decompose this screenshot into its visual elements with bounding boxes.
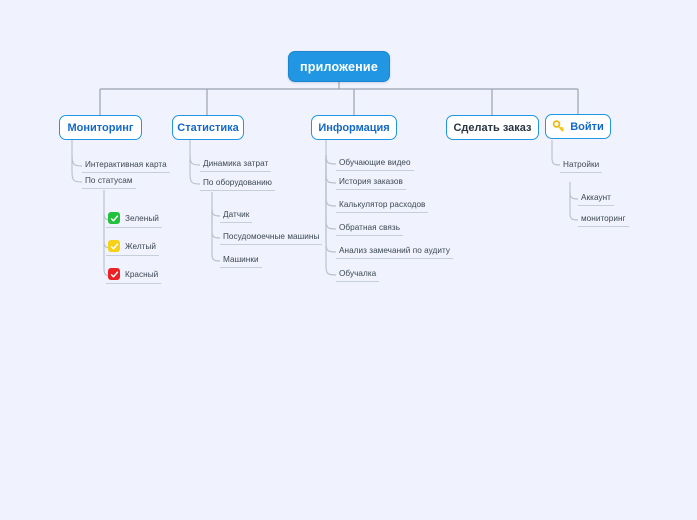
leaf-sensor[interactable]: Датчик (220, 207, 253, 223)
branch-node-label: Войти (570, 120, 604, 133)
leaf-by-status[interactable]: По статусам (82, 173, 136, 189)
leaf-label: Калькулятор расходов (339, 199, 426, 209)
branch-node-label: Сделать заказ (453, 121, 532, 134)
leaf-machines[interactable]: Машинки (220, 252, 262, 268)
leaf-account[interactable]: Аккаунт (578, 190, 614, 206)
leaf-status-yellow[interactable]: Желтый (106, 238, 160, 256)
leaf-label: Датчик (223, 209, 250, 219)
root-node[interactable]: приложение (288, 51, 390, 82)
leaf-label: Обучающие видео (339, 157, 411, 167)
leaf-label: мониторинг (581, 213, 626, 223)
leaf-label: Красный (125, 269, 159, 279)
leaf-feedback[interactable]: Обратная связь (336, 220, 404, 236)
check-icon (108, 212, 120, 224)
leaf-label: По статусам (85, 175, 133, 185)
branch-node-label: Статистика (177, 121, 239, 134)
root-node-label: приложение (300, 59, 378, 74)
leaf-label: Обратная связь (339, 222, 401, 232)
leaf-settings[interactable]: Натройки (560, 157, 603, 173)
leaf-interactive-map[interactable]: Интерактивная карта (82, 157, 170, 173)
leaf-label: По оборудованию (203, 177, 272, 187)
leaf-label: Анализ замечаний по аудиту (339, 245, 451, 255)
branch-node-information[interactable]: Информация (311, 115, 397, 140)
leaf-dishwashers[interactable]: Посудомоечные машины (220, 229, 323, 245)
leaf-label: Машинки (223, 254, 259, 264)
branch-node-statistics[interactable]: Статистика (172, 115, 244, 140)
leaf-status-red[interactable]: Красный (106, 266, 162, 284)
key-icon (552, 119, 566, 134)
leaf-audit-analysis[interactable]: Анализ замечаний по аудиту (336, 243, 454, 259)
check-icon (108, 240, 120, 252)
leaf-label: Натройки (563, 159, 600, 169)
leaf-order-history[interactable]: История заказов (336, 174, 406, 190)
branch-node-make-order[interactable]: Сделать заказ (446, 115, 539, 140)
leaf-label: Посудомоечные машины (223, 231, 320, 241)
leaf-monitoring-setting[interactable]: мониторинг (578, 211, 629, 227)
leaf-cost-dynamics[interactable]: Динамика затрат (200, 156, 272, 172)
leaf-label: Желтый (125, 241, 157, 251)
leaf-tutorial[interactable]: Обучалка (336, 266, 380, 282)
leaf-label: Динамика затрат (203, 158, 269, 168)
leaf-label: Обучалка (339, 268, 377, 278)
leaf-label: История заказов (339, 176, 403, 186)
leaf-expense-calculator[interactable]: Калькулятор расходов (336, 197, 429, 213)
check-icon (108, 268, 120, 280)
branch-node-label: Информация (318, 121, 390, 134)
leaf-training-videos[interactable]: Обучающие видео (336, 155, 414, 171)
leaf-status-green[interactable]: Зеленый (106, 210, 162, 228)
leaf-by-equipment[interactable]: По оборудованию (200, 175, 275, 191)
branch-node-monitoring[interactable]: Мониторинг (59, 115, 142, 140)
leaf-label: Аккаунт (581, 192, 611, 202)
branch-node-login[interactable]: Войти (545, 114, 611, 139)
branch-node-label: Мониторинг (67, 121, 134, 134)
leaf-label: Зеленый (125, 213, 159, 223)
leaf-label: Интерактивная карта (85, 159, 167, 169)
